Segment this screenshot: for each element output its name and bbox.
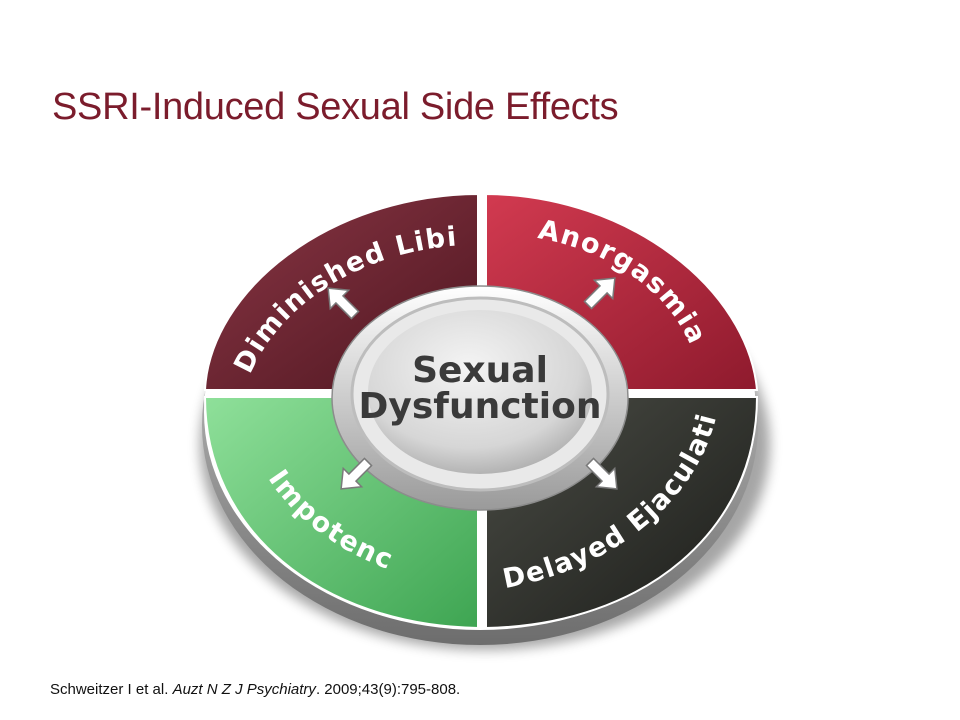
arrow-to-diminished-libido-icon	[327, 287, 360, 320]
arrow-to-anorgasmia-icon	[583, 277, 616, 310]
arrow-to-delayed-ejaculation-icon	[585, 457, 618, 490]
center-label-line2: Dysfunction	[359, 386, 602, 427]
slide-title: SSRI-Induced Sexual Side Effects	[52, 86, 619, 128]
arrow-to-impotence-icon	[340, 457, 373, 490]
hub-center	[368, 310, 592, 474]
citation-details: . 2009;43(9):795-808.	[315, 681, 461, 698]
center-label-line1: Sexual	[412, 350, 548, 391]
citation-authors: Schweitzer I et al.	[50, 681, 173, 698]
citation-journal: Auzt N Z J Psychiatry	[172, 681, 316, 698]
citation: Schweitzer I et al. Auzt N Z J Psychiatr…	[50, 681, 460, 698]
